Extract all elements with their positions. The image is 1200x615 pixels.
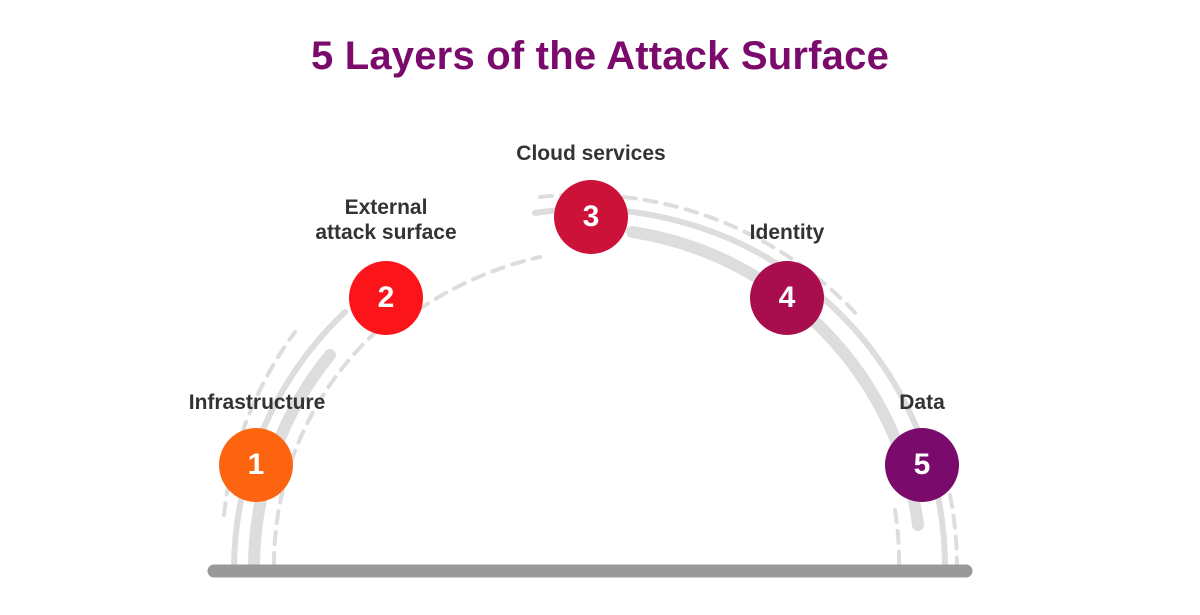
- layer-2-label-line1: External: [344, 196, 428, 219]
- layer-5-number: 5: [913, 448, 931, 481]
- layer-3-label: Cloud services: [516, 142, 666, 165]
- arc-right-dashed-outer: [948, 493, 959, 567]
- layer-4-label: Identity: [749, 221, 825, 244]
- layer-1-label: Infrastructure: [188, 391, 326, 414]
- layer-3-node: 3: [554, 180, 628, 254]
- layer-5-node: 5: [885, 428, 959, 502]
- layer-5-label: Data: [899, 391, 945, 414]
- layer-1-number: 1: [247, 448, 265, 481]
- layer-1-node: 1: [219, 428, 293, 502]
- arc-left-dashed-inner: [271, 328, 380, 567]
- layer-2-label-line2: attack surface: [315, 221, 457, 244]
- layer-4-node: 4: [750, 261, 824, 335]
- layer-2-label: External attack surface: [286, 195, 486, 245]
- layer-4-number: 4: [778, 281, 796, 314]
- arc-left-solid: [231, 309, 348, 568]
- page-title: 5 Layers of the Attack Surface: [310, 34, 890, 78]
- arc-left-dashed-outer: [222, 330, 297, 517]
- arc-top-dashed-left: [416, 255, 542, 312]
- layer-2-number: 2: [377, 281, 395, 314]
- arc-right-dashed-inner: [893, 508, 902, 567]
- layer-2-node: 2: [349, 261, 423, 335]
- layer-3-number: 3: [582, 200, 600, 233]
